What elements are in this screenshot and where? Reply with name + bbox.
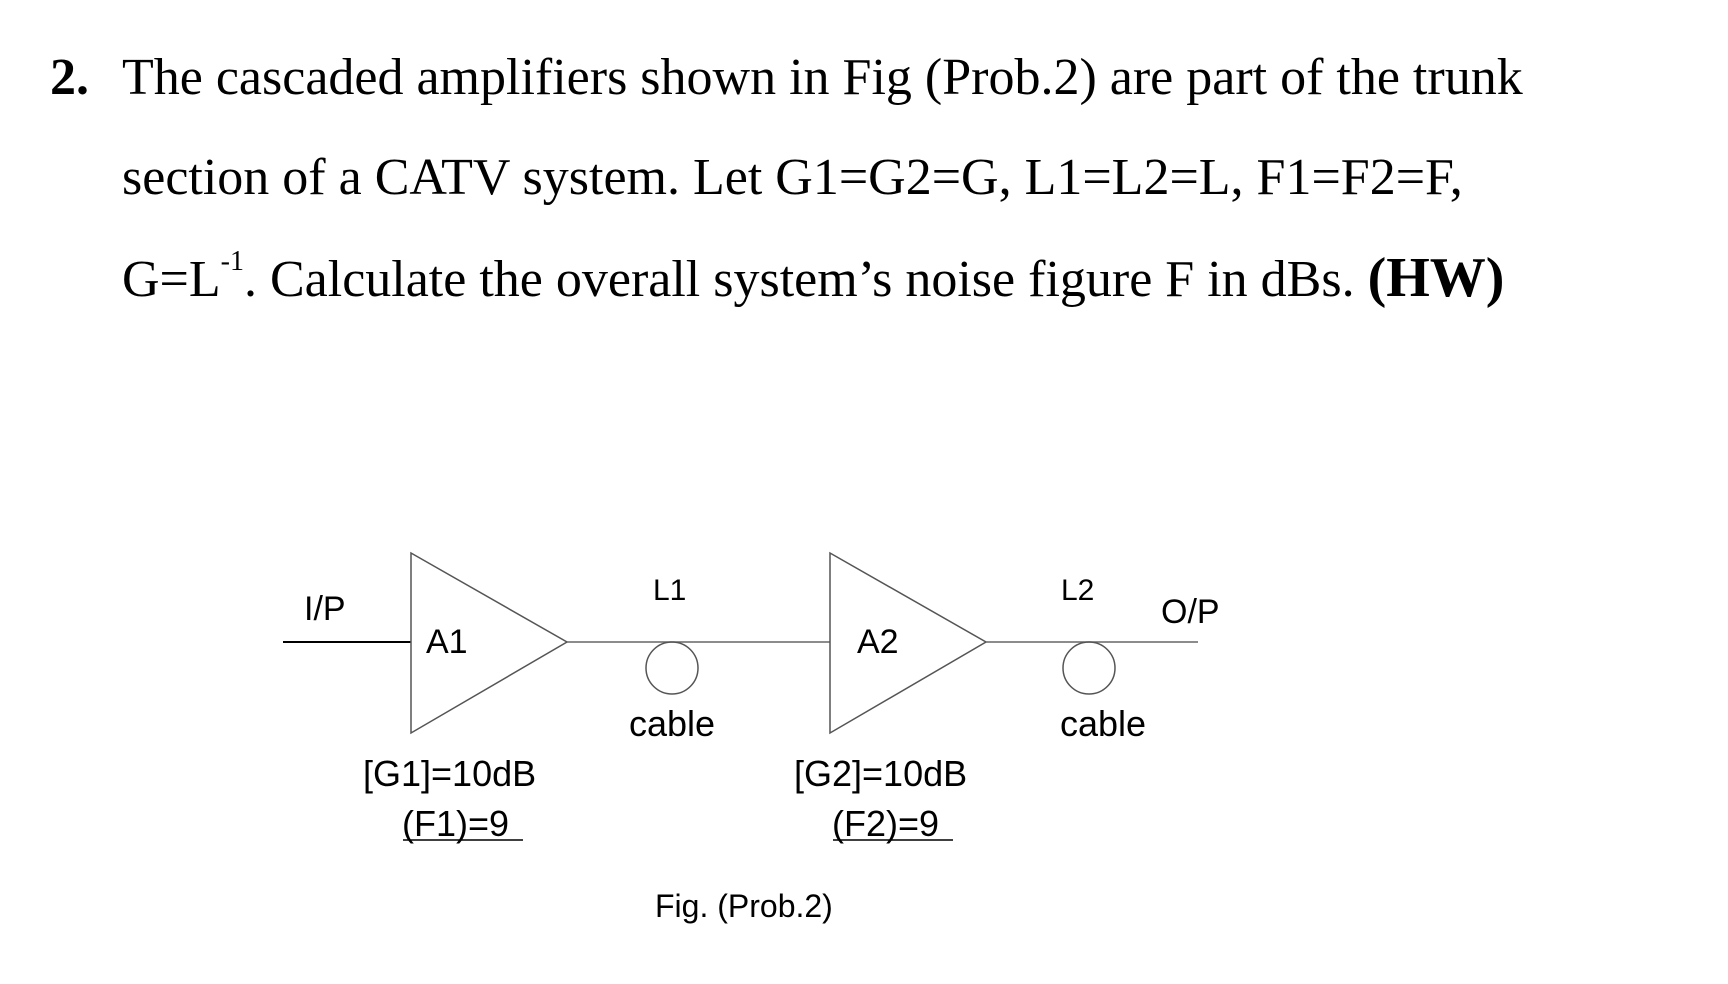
- amplifier-a1-triangle: [410, 551, 569, 735]
- hw-tag: (HW): [1367, 247, 1505, 309]
- exponent: -1: [220, 246, 244, 277]
- problem-line-1: 2.The cascaded amplifiers shown in Fig (…: [50, 28, 1700, 128]
- amp2-label: A2: [857, 623, 899, 661]
- cable-l1-caption: cable: [629, 703, 715, 744]
- amp2-gain: [G2]=10dB: [794, 753, 967, 794]
- amp1-noise: (F1)=9: [402, 803, 509, 844]
- problem-line-2: section of a CATV system. Let G1=G2=G, L…: [122, 149, 1463, 206]
- amp1-gain: [G1]=10dB: [363, 753, 536, 794]
- cable-l2-circle: [1062, 641, 1116, 695]
- problem-line-3: G=L-1. Calculate the overall system’s no…: [122, 246, 1505, 309]
- figure-caption: Fig. (Prob.2): [655, 888, 833, 924]
- cable-l1-label: L1: [653, 574, 686, 607]
- output-label: O/P: [1161, 593, 1220, 631]
- amp2-noise: (F2)=9: [832, 803, 939, 844]
- cable-l2-label: L2: [1061, 574, 1094, 607]
- input-label: I/P: [304, 590, 346, 628]
- amp1-label: A1: [426, 623, 468, 661]
- problem-statement: 2.The cascaded amplifiers shown in Fig (…: [50, 28, 1700, 330]
- cable-l2-caption: cable: [1060, 703, 1146, 744]
- cable-l1-circle: [645, 641, 699, 695]
- problem-number: 2.: [50, 49, 89, 106]
- amplifier-a2-triangle: [829, 551, 988, 735]
